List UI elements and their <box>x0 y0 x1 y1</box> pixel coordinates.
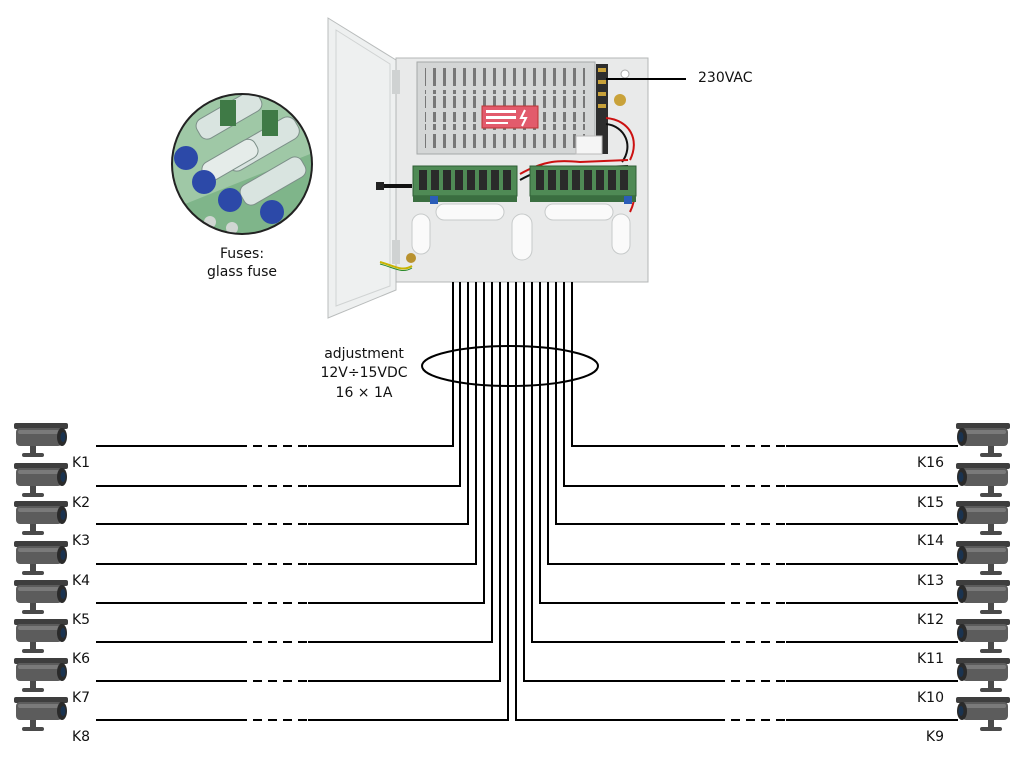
cable-breaks <box>238 440 786 730</box>
camera-label-left: K5 <box>72 612 90 628</box>
cctv-camera-icon <box>956 619 1010 653</box>
camera-label-right: K9 <box>926 729 944 745</box>
camera-label-left: K7 <box>72 690 90 706</box>
camera-label-right: K15 <box>917 495 944 511</box>
camera-label-right: K11 <box>917 651 944 667</box>
camera-label-right: K14 <box>917 533 944 549</box>
cctv-camera-icon <box>14 619 68 653</box>
cctv-camera-icon <box>14 423 68 457</box>
output-caption-line3: 16 × 1A <box>336 385 393 401</box>
enclosure-door <box>327 17 397 319</box>
mains-terminal <box>596 64 608 154</box>
camera-label-left: K3 <box>72 533 90 549</box>
camera-label-left: K6 <box>72 651 90 667</box>
cameras-right <box>956 423 1010 731</box>
output-caption-line2: 12V÷15VDC <box>320 365 407 381</box>
mains-label: 230VAC <box>698 70 753 86</box>
fuse-caption-line1: Fuses: <box>220 246 264 262</box>
cctv-camera-icon <box>956 697 1010 731</box>
camera-label-right: K10 <box>917 690 944 706</box>
cctv-camera-icon <box>14 463 68 497</box>
fuse-board-right <box>529 165 637 202</box>
cctv-camera-icon <box>14 541 68 575</box>
camera-label-left: K2 <box>72 495 90 511</box>
cctv-camera-icon <box>14 658 68 692</box>
camera-label-left: K1 <box>72 455 90 471</box>
cable-bundle <box>96 282 958 721</box>
camera-label-right: K13 <box>917 573 944 589</box>
cctv-camera-icon <box>956 541 1010 575</box>
cable-dash-marks <box>238 445 786 721</box>
output-caption-line1: adjustment <box>324 346 404 362</box>
camera-label-left: K4 <box>72 573 90 589</box>
cctv-camera-icon <box>956 463 1010 497</box>
fuse-board-left <box>412 165 518 202</box>
cameras-left <box>14 423 68 731</box>
cctv-camera-icon <box>14 501 68 535</box>
cctv-camera-icon <box>956 423 1010 457</box>
camera-label-left: K8 <box>72 729 90 745</box>
psu-module <box>416 61 596 155</box>
cctv-camera-icon <box>956 580 1010 614</box>
cctv-camera-icon <box>14 697 68 731</box>
camera-label-right: K16 <box>917 455 944 471</box>
cctv-camera-icon <box>956 658 1010 692</box>
camera-label-right: K12 <box>917 612 944 628</box>
bundle-ellipse <box>421 345 599 387</box>
fuse-caption-line2: glass fuse <box>207 264 277 280</box>
cctv-camera-icon <box>956 501 1010 535</box>
power-supply-enclosure <box>327 17 649 319</box>
cctv-camera-icon <box>14 580 68 614</box>
fuse-closeup <box>171 93 313 235</box>
